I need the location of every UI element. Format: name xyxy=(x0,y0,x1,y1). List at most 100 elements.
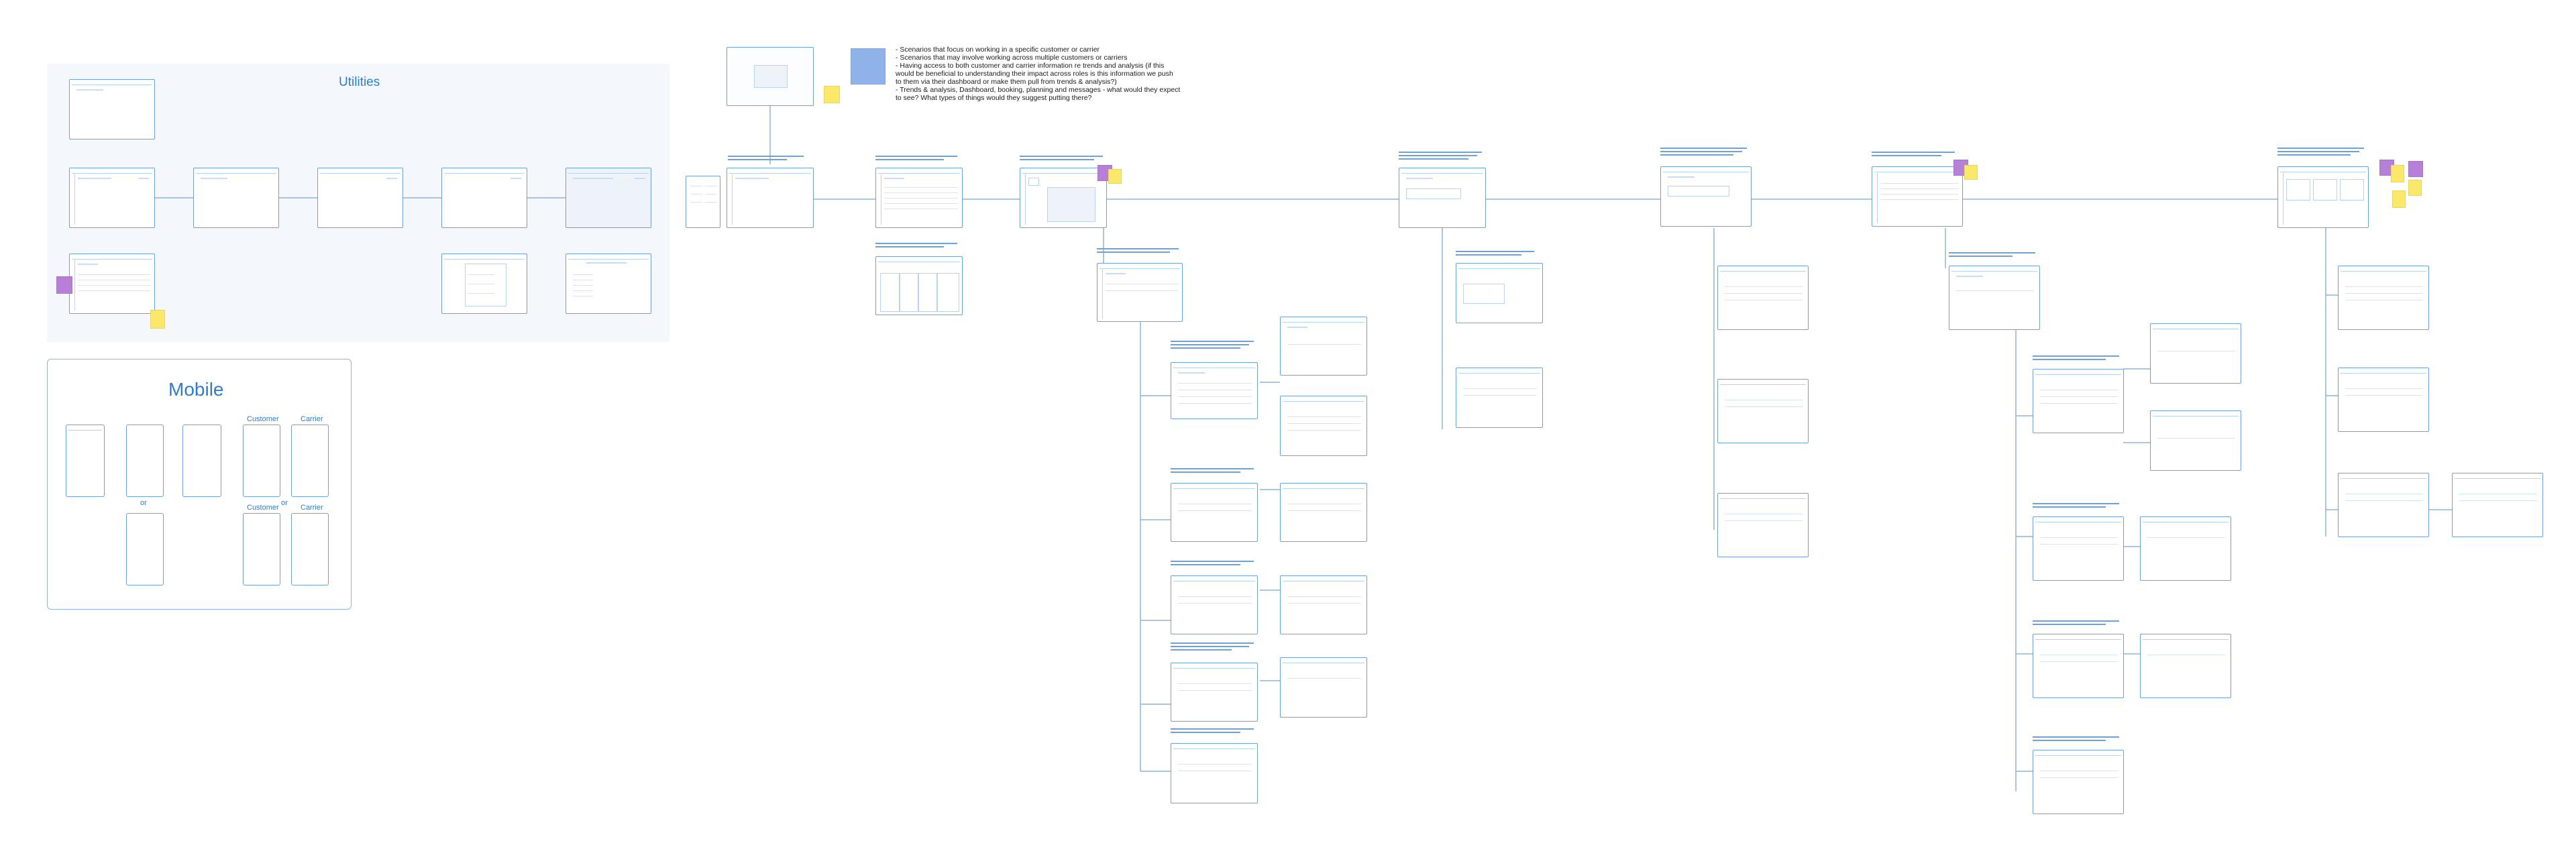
note-line-7: to see? What types of things would they … xyxy=(896,94,1092,102)
note-line-2: - Scenarios that may involve working acr… xyxy=(896,54,1128,62)
utility-frame-row1-2[interactable] xyxy=(193,168,279,228)
annotation-start xyxy=(728,156,812,162)
utility-frame-row1-3[interactable] xyxy=(317,168,403,228)
flow-frame-booking-4[interactable] xyxy=(1717,493,1809,557)
flow-frame-messages-2[interactable] xyxy=(1949,266,2040,330)
mobile-customer-label: Customer xyxy=(247,415,279,423)
annotation-trends xyxy=(2277,148,2369,158)
utilities-title: Utilities xyxy=(339,75,380,89)
utility-frame-row1-5[interactable] xyxy=(566,168,651,228)
flow-frame-trends-4[interactable] xyxy=(2338,473,2429,537)
annotation-planning xyxy=(1399,152,1486,162)
flow-frame-branch-2[interactable] xyxy=(1171,483,1258,542)
utility-frame-row1-1[interactable] xyxy=(69,168,155,228)
flow-frame-branch-3b[interactable] xyxy=(1280,575,1367,634)
flow-frame-branch-4b[interactable] xyxy=(1280,657,1367,718)
flow-frame-login-small[interactable] xyxy=(686,176,720,228)
flow-frame-messages-4b[interactable] xyxy=(2140,516,2231,581)
sticky-note-yellow[interactable] xyxy=(150,310,165,329)
note-line-6: - Trends & analysis, Dashboard, booking,… xyxy=(896,86,1181,94)
mobile-frame-customer[interactable] xyxy=(243,425,280,497)
annotation-planning-2 xyxy=(1456,251,1543,258)
flow-frame-messages-5[interactable] xyxy=(2033,634,2124,698)
flow-frame-start[interactable] xyxy=(727,168,814,228)
sticky-note-yellow-2[interactable] xyxy=(1108,169,1122,184)
sticky-note-purple[interactable] xyxy=(56,276,72,294)
mobile-frame-keyboard[interactable] xyxy=(182,425,221,497)
sticky-note-yellow-small[interactable] xyxy=(824,86,840,103)
mobile-frame-3[interactable] xyxy=(126,513,164,585)
flow-frame-planning[interactable] xyxy=(1399,168,1486,228)
mobile-frame-1[interactable] xyxy=(66,425,105,497)
flow-frame-booking-2[interactable] xyxy=(1717,266,1809,330)
utility-frame-row2-5[interactable] xyxy=(566,254,651,314)
flow-frame-messages-5b[interactable] xyxy=(2140,634,2231,698)
utility-frame-row1-4[interactable] xyxy=(441,168,527,228)
flow-frame-carrier-dashboard[interactable] xyxy=(1020,168,1107,228)
mobile-or-label-right: or xyxy=(281,499,288,507)
note-line-5: to them via their dashboard or make them… xyxy=(896,78,1117,86)
annotation-messages-2 xyxy=(1949,252,2040,259)
note-line-4: would be beneficial to understanding the… xyxy=(896,70,1173,78)
flow-frame-messages-3c[interactable] xyxy=(2150,410,2241,471)
annotation-list xyxy=(875,156,961,162)
mobile-frame-2[interactable] xyxy=(126,425,164,497)
annotation-messages-3 xyxy=(2033,355,2124,362)
flow-frame-branch-4[interactable] xyxy=(1171,663,1258,722)
annotation-messages xyxy=(1872,152,1959,158)
mobile-frame-carrier-2[interactable] xyxy=(291,513,329,585)
utility-frame-top[interactable] xyxy=(69,79,155,139)
annotation-branch-4 xyxy=(1171,642,1258,653)
flow-frame-trends-3[interactable] xyxy=(2338,368,2429,432)
note-line-1: - Scenarios that focus on working in a s… xyxy=(896,46,1100,54)
flow-frame-messages-6[interactable] xyxy=(2033,750,2124,814)
annotation-messages-4 xyxy=(2033,503,2124,510)
annotation-branch-3 xyxy=(1171,561,1258,567)
flow-frame-branch-2b[interactable] xyxy=(1280,483,1367,542)
flow-frame-branch-1c[interactable] xyxy=(1280,396,1367,456)
flow-frame-trends-5[interactable] xyxy=(2452,473,2543,537)
sticky-note-yellow-5[interactable] xyxy=(2392,190,2406,208)
flow-frame-messages[interactable] xyxy=(1872,166,1963,227)
flow-frame-booking-3[interactable] xyxy=(1717,379,1809,443)
flow-frame-planning-2[interactable] xyxy=(1456,263,1543,323)
annotation-carrier-dashboard xyxy=(1020,156,1107,162)
flow-frame-booking[interactable] xyxy=(1660,166,1752,227)
flow-frame-messages-3[interactable] xyxy=(2033,369,2124,433)
modal-frame-top[interactable] xyxy=(727,47,814,106)
annotation-detail-1 xyxy=(1097,248,1183,255)
sticky-note-purple-5[interactable] xyxy=(2408,161,2423,177)
flow-frame-detail-1[interactable] xyxy=(1097,263,1183,322)
flow-frame-trends[interactable] xyxy=(2277,166,2369,228)
mobile-carrier-label-2: Carrier xyxy=(301,504,323,512)
annotation-booking xyxy=(1660,148,1752,158)
flow-frame-messages-4[interactable] xyxy=(2033,516,2124,581)
flow-frame-branch-3[interactable] xyxy=(1171,575,1258,634)
flow-frame-messages-3b[interactable] xyxy=(2150,323,2241,384)
sticky-note-yellow-3[interactable] xyxy=(1964,165,1978,180)
annotation-messages-6 xyxy=(2033,736,2124,743)
annotation-branch-5 xyxy=(1171,728,1258,735)
annotation-table xyxy=(875,243,961,249)
mobile-or-label-left: or xyxy=(140,499,147,507)
flow-frame-planning-3[interactable] xyxy=(1456,368,1543,428)
utility-frame-row2-1[interactable] xyxy=(69,254,155,314)
sticky-note-yellow-4[interactable] xyxy=(2391,165,2404,182)
mobile-frame-carrier[interactable] xyxy=(291,425,329,497)
mobile-frame-customer-2[interactable] xyxy=(243,513,280,585)
mobile-customer-label-2: Customer xyxy=(247,504,279,512)
flow-frame-list[interactable] xyxy=(875,168,963,228)
scenario-notes: - Scenarios that focus on working in a s… xyxy=(896,46,1181,102)
annotation-branch-2 xyxy=(1171,468,1258,475)
flow-frame-trends-2[interactable] xyxy=(2338,266,2429,330)
sticky-note-yellow-6[interactable] xyxy=(2408,180,2422,196)
note-line-3: - Having access to both customer and car… xyxy=(896,62,1165,70)
utility-frame-row2-4[interactable] xyxy=(441,254,527,314)
flow-frame-branch-1[interactable] xyxy=(1171,362,1258,419)
flow-frame-branch-5[interactable] xyxy=(1171,743,1258,803)
flow-frame-table[interactable] xyxy=(875,256,963,315)
mobile-carrier-label: Carrier xyxy=(301,415,323,423)
annotation-messages-5 xyxy=(2033,620,2124,627)
sticky-note-blue[interactable] xyxy=(851,48,885,85)
flow-frame-branch-1b[interactable] xyxy=(1280,317,1367,376)
